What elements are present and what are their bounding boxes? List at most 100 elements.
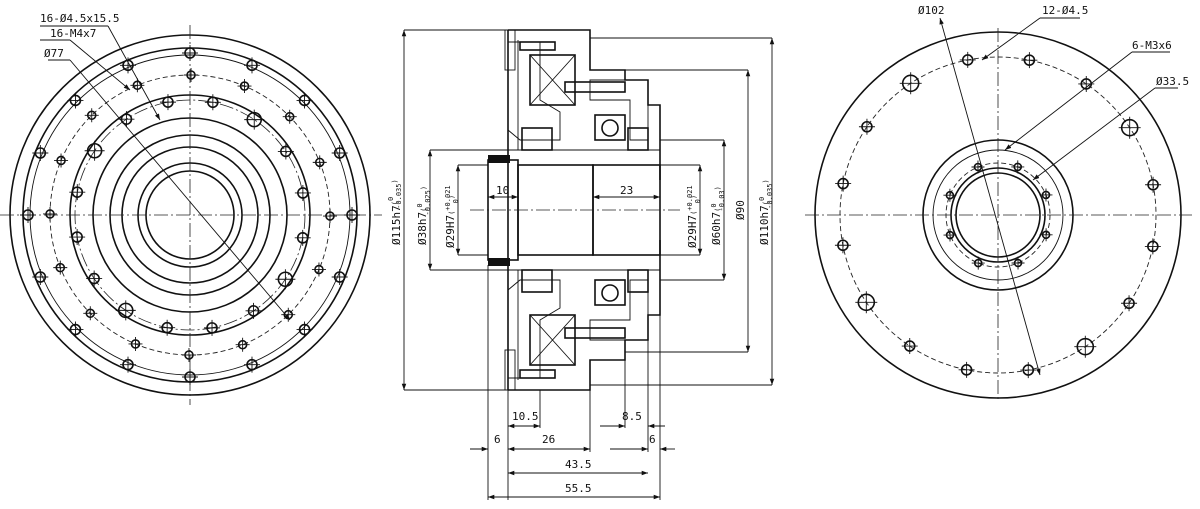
rear-outer-hole-center (1078, 75, 1095, 92)
rear-inner-hole-center (1039, 228, 1053, 242)
front-outer-hole-center (67, 321, 84, 338)
dim-h-8-5: 8.5 (622, 410, 642, 423)
front-outer-hole-center (120, 57, 137, 74)
front-mid-hole-center (181, 347, 196, 362)
front-mid-hole-center (130, 78, 145, 93)
rear-outer-hole-center (1118, 116, 1141, 139)
dim-h-10-top: 10 (496, 184, 509, 197)
rear-outer-hole-center (899, 72, 922, 95)
front-mid-hole-center (235, 337, 250, 352)
svg-text:Ø60h7(0-0.03): Ø60h7(0-0.03) (710, 186, 726, 245)
rear-outer-hole-center (959, 51, 976, 68)
front-outer-hole-center (296, 321, 313, 338)
front-mid-hole-center (311, 262, 326, 277)
rear-view: Ø102 12-Ø4.5 6-M3x6 Ø33.5 (805, 4, 1192, 402)
rear-inner-hole-center (1011, 256, 1025, 270)
front-label-threads: 16-M4x7 (50, 27, 96, 40)
svg-text:Ø29H7(+0.0210): Ø29H7(+0.0210) (686, 185, 702, 248)
front-mid-hole-center (128, 336, 143, 351)
rear-outer-hole-center (834, 237, 851, 254)
front-inner-hole-center (277, 143, 294, 160)
dim-h-6-right: 6 (649, 433, 656, 446)
front-inner-holes (43, 68, 337, 362)
section-outline (470, 29, 680, 391)
front-mid-hole-center (184, 68, 199, 83)
svg-text:Ø38h7(0-0.025): Ø38h7(0-0.025) (416, 186, 432, 245)
rear-inner-hole-center (943, 188, 957, 202)
front-mid-hole-center (83, 306, 98, 321)
dim-h-43-5: 43.5 (565, 458, 592, 471)
dim-v-90: Ø90 (734, 200, 747, 220)
front-centerlines (0, 25, 382, 405)
front-inner-hole-center (204, 94, 221, 111)
front-outer-hole-center (20, 207, 36, 223)
front-inner-hole-center (84, 140, 105, 161)
front-inner-hole-center (115, 300, 136, 321)
front-mid-hole-center (84, 108, 99, 123)
dim-v-115: Ø115h7(0-0.035) (387, 179, 403, 245)
front-mid-hole-center (43, 206, 58, 221)
rear-inner-hole-center (971, 256, 985, 270)
front-outer-hole-center (344, 207, 360, 223)
front-outer-hole-center (243, 57, 260, 74)
front-mid-hole-center (53, 260, 68, 275)
rear-outer-hole-center (1144, 238, 1161, 255)
front-inner-hole-center (86, 270, 103, 287)
rear-centerlines (805, 28, 1192, 402)
front-mid-hole-center (237, 79, 252, 94)
svg-text:Ø90: Ø90 (734, 200, 747, 220)
section-vertical-dims (401, 29, 775, 391)
svg-text:Ø110h7(0-0.035): Ø110h7(0-0.035) (758, 179, 774, 245)
dim-h-6-left: 6 (494, 433, 501, 446)
front-mid-hole-center (322, 209, 337, 224)
front-outer-hole-center (182, 45, 198, 61)
rear-outer-hole-center (1021, 52, 1038, 69)
front-inner-hole-center (159, 94, 176, 111)
rear-outer-hole-center (835, 175, 852, 192)
front-inner-hole-center (204, 319, 221, 336)
dim-v-110: Ø110h7(0-0.035) (758, 179, 774, 245)
front-outer-holes (20, 45, 360, 385)
rear-leaders (939, 17, 1178, 376)
dim-v-38: Ø38h7(0-0.025) (416, 186, 432, 245)
dim-v-29-right: Ø29H7(+0.0210) (686, 185, 702, 248)
rear-inner-hole-center (1011, 160, 1025, 174)
rear-label-threads: 6-M3x6 (1132, 39, 1172, 52)
front-view: 16-Ø4.5x15.5 16-M4x7 Ø77 (0, 12, 382, 405)
front-mid-hole-center (312, 155, 327, 170)
front-outer-hole-center (32, 145, 49, 162)
front-outer-hole-center (32, 268, 49, 285)
rear-label-holes: 12-Ø4.5 (1042, 4, 1088, 17)
rear-outer-hole-center (858, 118, 875, 135)
front-inner-hole-center (245, 302, 262, 319)
rear-inner-hole-center (1039, 188, 1053, 202)
front-outer-hole-center (67, 92, 84, 109)
front-mid-hole-center (282, 109, 297, 124)
rear-outer-hole-center (1020, 362, 1037, 379)
rear-outer-hole-center (1145, 176, 1162, 193)
dim-h-55-5: 55.5 (565, 482, 592, 495)
front-mid-hole-center (54, 153, 69, 168)
front-inner-hole-center (244, 109, 265, 130)
svg-text:Ø29H7(+0.0210): Ø29H7(+0.0210) (444, 185, 460, 248)
rear-label-inner-diameter: Ø33.5 (1156, 75, 1189, 88)
dim-v-60: Ø60h7(0-0.03) (710, 186, 726, 245)
front-label-holes: 16-Ø4.5x15.5 (40, 12, 119, 25)
svg-text:Ø115h7(0-0.035): Ø115h7(0-0.035) (387, 179, 403, 245)
rear-outer-hole-center (958, 361, 975, 378)
dim-h-23: 23 (620, 184, 633, 197)
front-inner-hole-center (69, 229, 86, 246)
front-outer-hole-center (331, 268, 348, 285)
section-view: Ø115h7(0-0.035) Ø38h7(0-0.025) Ø29H7(+0.… (387, 29, 775, 500)
rear-label-diameter: Ø102 (918, 4, 945, 17)
rear-inner-hole-center (943, 228, 957, 242)
front-inner-hole-center (118, 111, 135, 128)
front-outer-hole-center (296, 92, 313, 109)
section-horizontal-dims (470, 194, 675, 500)
front-leaders (40, 25, 291, 321)
front-inner-hole-center (159, 319, 176, 336)
front-outer-hole-center (120, 356, 137, 373)
rear-inner-hole-center (971, 160, 985, 174)
front-outer-hole-center (243, 356, 260, 373)
